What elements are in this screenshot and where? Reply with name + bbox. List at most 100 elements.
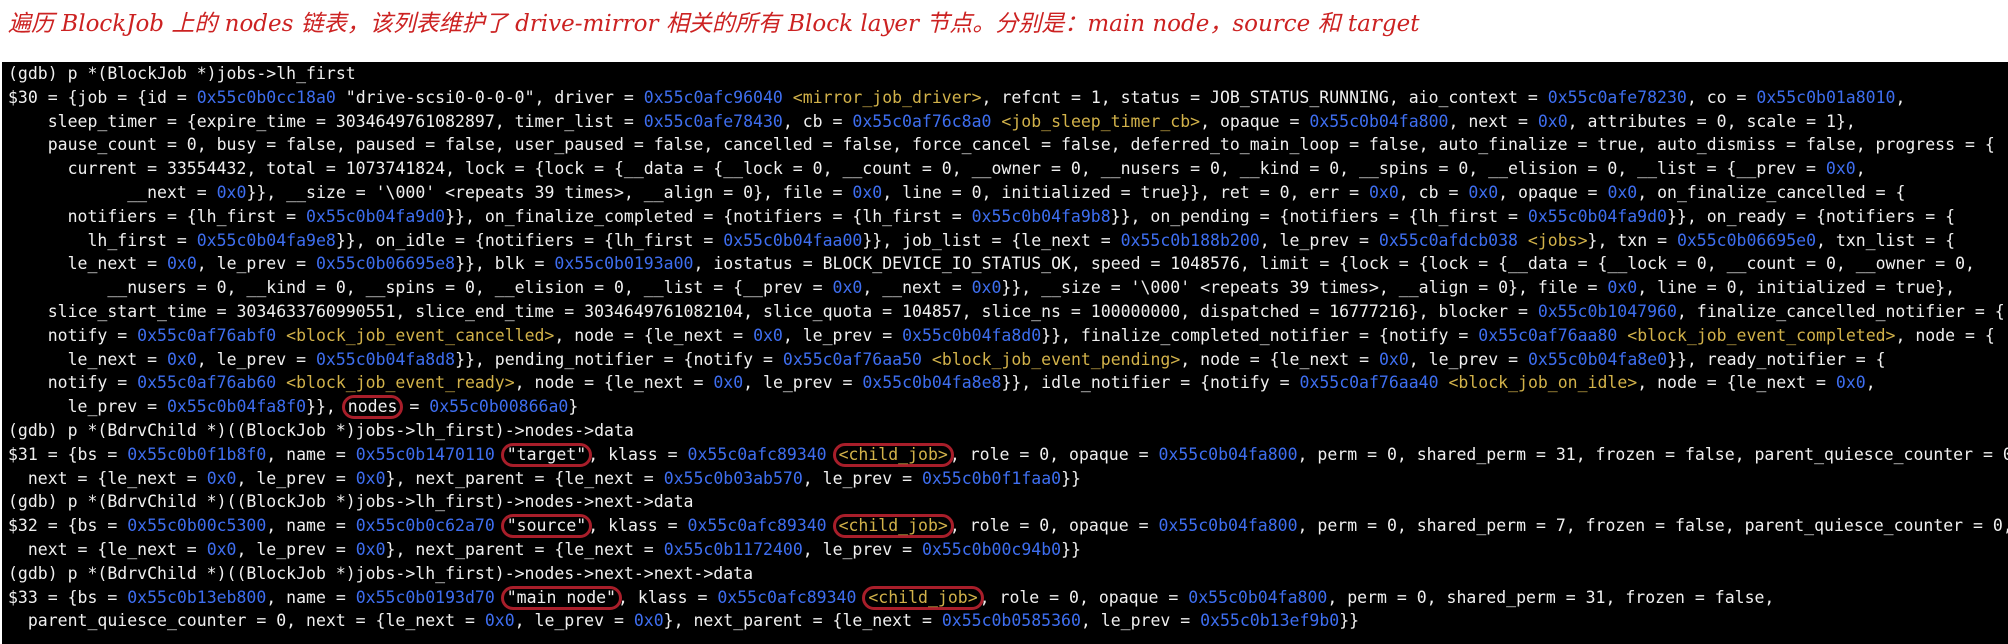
memory-address: 0x55c0b01a8010 [1756, 87, 1896, 107]
gdb-output-line: sleep_timer = {expire_time = 30346497610… [2, 110, 2008, 134]
text-segment: le_next = [8, 349, 167, 369]
text-segment: le_prev = [8, 397, 167, 417]
text-segment: , cb = [782, 111, 853, 131]
memory-address: 0x0 [1378, 349, 1409, 369]
memory-address: 0x55c0b13eb800 [127, 587, 267, 607]
highlighted-field: "target" [500, 442, 593, 467]
memory-address: 0x55c0af76c8a0 [852, 111, 992, 131]
memory-address: 0x0 [166, 254, 197, 274]
text-segment: , line = 0, initialized = true}}, ret = … [882, 182, 1369, 202]
memory-address: 0x55c0b00866a0 [429, 397, 569, 417]
text-segment: $30 = {job = {id = [8, 87, 197, 107]
memory-address: 0x0 [1607, 278, 1638, 298]
memory-address: 0x55c0af76aa50 [782, 349, 922, 369]
text-segment: next = {le_next = [8, 539, 207, 559]
memory-address: 0x0 [355, 468, 386, 488]
text-segment [783, 88, 793, 107]
memory-address: 0x55c0b0585360 [941, 611, 1081, 631]
text-segment: , node = { [1895, 325, 1995, 345]
symbol-name: <block_job_event_ready> [286, 373, 515, 393]
text-segment: }} [1339, 611, 1360, 631]
text-segment: , name = [266, 516, 356, 536]
gdb-output-line: parent_quiesce_counter = 0, next = {le_n… [2, 609, 2008, 633]
text-segment: pause_count = 0, busy = false, paused = … [8, 135, 1995, 155]
memory-address: 0x55c0b04fa800 [1188, 587, 1328, 607]
gdb-output-line: next = {le_next = 0x0, le_prev = 0x0}, n… [2, 538, 2008, 562]
gdb-output-line: $32 = {bs = 0x55c0b00c5300, name = 0x55c… [2, 514, 2008, 539]
text-segment: , co = [1686, 87, 1757, 107]
text-segment: }}, on_finalize_completed = {notifiers =… [445, 206, 972, 226]
highlighted-field: nodes [341, 395, 404, 420]
text-segment: slice_start_time = 3034633760990551, sli… [8, 301, 1538, 321]
memory-address: 0x55c0afdcb038 [1378, 230, 1518, 250]
text-segment: , opaque = [1200, 111, 1310, 131]
memory-address: 0x0 [1368, 182, 1399, 202]
gdb-output-line: pause_count = 0, busy = false, paused = … [2, 133, 2008, 157]
text-segment: , perm = 0, shared_perm = 7, frozen = fa… [1297, 516, 2008, 536]
text-segment: , refcnt = 1, status = JOB_STATUS_RUNNIN… [981, 87, 1548, 107]
text-segment [276, 373, 286, 392]
text-segment: , le_prev = [1408, 349, 1528, 369]
text-segment: , node = {le_next = [514, 373, 714, 393]
text-segment: , [1865, 373, 1876, 393]
text-segment: , le_prev = [1080, 611, 1201, 631]
gdb-command-line: (gdb) p *(BdrvChild *)((BlockJob *)jobs-… [2, 562, 2008, 586]
gdb-output-line: next = {le_next = 0x0, le_prev = 0x0}, n… [2, 467, 2008, 491]
text-segment: lh_first = [8, 230, 197, 250]
memory-address: 0x55c0b04fa800 [1158, 516, 1298, 536]
memory-address: 0x55c0b04fa9b8 [971, 206, 1111, 226]
memory-address: 0x55c0b188b200 [1120, 230, 1260, 250]
symbol-name: <jobs> [1527, 230, 1588, 250]
memory-address: 0x0 [1537, 111, 1568, 131]
memory-address: 0x55c0afe78230 [1547, 87, 1687, 107]
text-segment: }}, blk = [455, 254, 555, 274]
memory-address: 0x55c0b13ef9b0 [1200, 611, 1340, 631]
gdb-command-line: (gdb) p *(BdrvChild *)((BlockJob *)jobs-… [2, 490, 2008, 514]
text-segment [922, 350, 932, 369]
text-segment: }} [1061, 539, 1081, 559]
memory-address: 0x0 [852, 182, 883, 202]
symbol-name: <block_job_event_cancelled> [286, 325, 555, 345]
text-segment: }, next_parent = {le_next = [385, 468, 664, 488]
memory-address: 0x55c0b04fa8e8 [862, 373, 1002, 393]
memory-address: 0x55c0b1172400 [663, 539, 803, 559]
memory-address: 0x55c0b04fa8d0 [902, 325, 1042, 345]
text-segment: (gdb) p *(BdrvChild *)((BlockJob *)jobs-… [8, 563, 754, 583]
text-segment: , iostatus = BLOCK_DEVICE_IO_STATUS_OK, … [693, 254, 1975, 274]
memory-address: 0x55c0b04fa9e8 [196, 230, 336, 250]
highlighted-field: <child_job> [862, 585, 984, 610]
memory-address: 0x55c0b0cc18a0 [196, 87, 336, 107]
highlighted-field: <child_job> [832, 514, 954, 539]
gdb-output-line: le_prev = 0x55c0b04fa8f0}}, nodes = 0x55… [2, 395, 2008, 420]
text-segment: }}, pending_notifier = {notify = [455, 349, 783, 369]
text-segment: }}, ready_notifier = { [1667, 349, 1886, 369]
memory-address: 0x55c0afe78430 [643, 111, 783, 131]
symbol-name: <mirror_job_driver> [792, 87, 982, 107]
memory-address: 0x55c0b00c94b0 [921, 539, 1062, 559]
memory-address: 0x55c0b04fa800 [1158, 444, 1298, 464]
gdb-terminal-output[interactable]: (gdb) p *(BlockJob *)jobs->lh_first$30 =… [2, 62, 2008, 644]
text-segment: current = 33554432, total = 1073741824, … [8, 159, 1826, 179]
text-segment: notify = [8, 325, 138, 345]
text-segment: , role = 0, opaque = [949, 444, 1159, 464]
text-segment: "drive-scsi0-0-0-0", driver = [335, 87, 644, 107]
text-segment: , node = {le_next = [554, 325, 754, 345]
memory-address: 0x0 [206, 539, 237, 559]
text-segment: le_next = [8, 254, 167, 274]
memory-address: 0x0 [1468, 182, 1499, 202]
memory-address: 0x55c0b0f1faa0 [921, 468, 1062, 488]
memory-address: 0x55c0b00c5300 [127, 516, 267, 536]
memory-address: 0x0 [713, 373, 744, 393]
text-segment: , role = 0, opaque = [979, 587, 1189, 607]
text-segment: , name = [266, 444, 356, 464]
text-segment: (gdb) p *(BdrvChild *)((BlockJob *)jobs-… [8, 492, 694, 512]
highlighted-field: "main node" [500, 585, 622, 610]
text-segment: , le_prev = [236, 468, 356, 488]
text-segment: notifiers = {lh_first = [8, 206, 307, 226]
memory-address: 0x55c0af76aa40 [1299, 373, 1439, 393]
text-segment: $33 = {bs = [8, 587, 128, 607]
gdb-command-line: (gdb) p *(BlockJob *)jobs->lh_first [2, 62, 2008, 86]
text-segment: __next = [8, 182, 217, 202]
gdb-output-line: $30 = {job = {id = 0x55c0b0cc18a0 "drive… [2, 86, 2008, 110]
gdb-output-line: le_next = 0x0, le_prev = 0x55c0b06695e8}… [2, 252, 2008, 276]
